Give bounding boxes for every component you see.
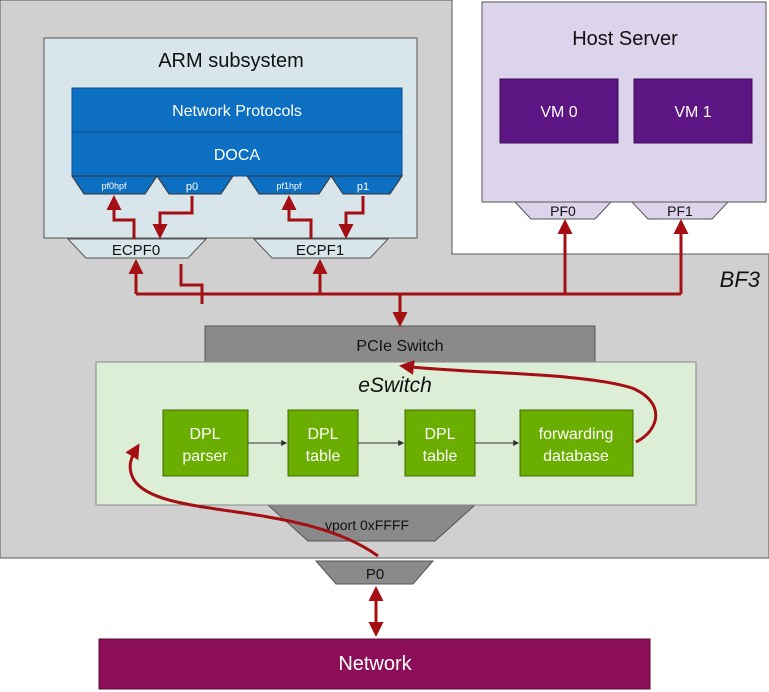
forwarding-database-line1: forwarding — [539, 426, 614, 443]
ecpf0-port — [66, 238, 208, 259]
wire-p0-to-parser — [125, 443, 379, 558]
wire-ecpf0-to-pf0hpf — [106, 195, 136, 239]
port-p0 — [156, 175, 234, 195]
pf0-label: PF0 — [550, 203, 576, 219]
pcie-switch-label: PCIe Switch — [356, 338, 443, 355]
p0-label: P0 — [366, 566, 384, 583]
port-pf1hpf-label: pf1hpf — [276, 181, 302, 191]
dpl-parser-line1: DPL — [189, 426, 220, 443]
wire-ecpf1-to-pf1hpf — [281, 195, 313, 239]
dpl-table-1-line1: DPL — [307, 426, 338, 443]
pcie-switch-box — [204, 325, 596, 365]
network-box — [98, 638, 651, 690]
host-server-title: Host Server — [572, 28, 678, 50]
ecpf1-port — [252, 238, 390, 259]
dpl-table-1-line2: table — [306, 448, 341, 465]
network-protocols-box — [71, 87, 403, 133]
doca-label: DOCA — [214, 147, 261, 164]
port-p0-label: p0 — [186, 181, 198, 193]
pf0-port — [513, 201, 613, 220]
dpl-table-2-line2: table — [423, 448, 458, 465]
dpl-table-block-1 — [287, 409, 359, 477]
doca-box — [71, 131, 403, 177]
dpl-parser-line2: parser — [182, 448, 228, 465]
pf1-port — [630, 201, 730, 220]
dpl-table-block-2 — [404, 409, 476, 477]
connection-wires — [106, 195, 689, 637]
ecpf0-label: ECPF0 — [112, 242, 160, 259]
vm1-box — [633, 78, 753, 144]
dpl-table-2-line1: DPL — [424, 426, 455, 443]
ecpf1-label: ECPF1 — [296, 242, 344, 259]
wire-p0-to-ecpf0 — [152, 196, 194, 239]
arm-subsystem-title: ARM subsystem — [158, 50, 304, 72]
port-pf1hpf — [246, 175, 332, 195]
port-pf0hpf — [71, 175, 158, 195]
wire-fdb-to-pcie — [399, 359, 658, 444]
dpl-parser-block — [162, 409, 249, 477]
bus-ecpf0-down — [179, 264, 204, 304]
wire-p1-to-ecpf1 — [338, 196, 365, 239]
port-p1-label: p1 — [357, 181, 369, 193]
p0-port — [314, 560, 435, 585]
vm0-box — [499, 78, 619, 144]
pf1-label: PF1 — [667, 203, 693, 219]
network-label: Network — [338, 653, 412, 675]
port-p1 — [330, 175, 403, 195]
port-pf0hpf-label: pf0hpf — [101, 181, 127, 191]
vm1-label: VM 1 — [674, 104, 711, 121]
vm0-label: VM 0 — [540, 104, 577, 121]
network-protocols-label: Network Protocols — [172, 103, 302, 120]
bf3-label: BF3 — [720, 267, 761, 292]
forwarding-database-line2: database — [543, 448, 609, 465]
eswitch-title: eSwitch — [358, 374, 432, 397]
vport-label: vport 0xFFFF — [325, 517, 409, 533]
forwarding-database-block — [519, 409, 634, 477]
